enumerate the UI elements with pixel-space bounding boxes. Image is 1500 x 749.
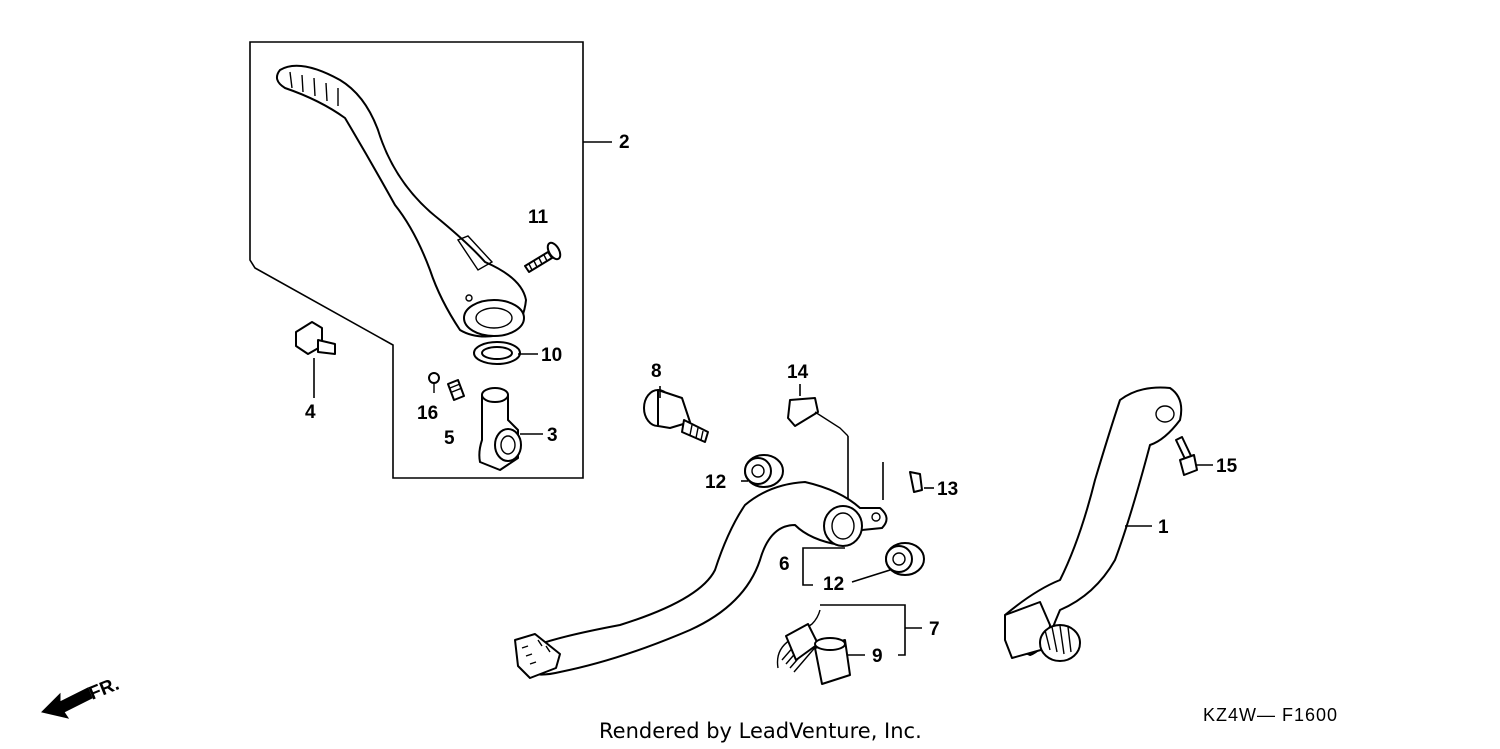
front-arrow-icon (41, 687, 93, 719)
front-indicator-label: FR. (86, 674, 122, 705)
label-part-2: 2 (619, 132, 630, 153)
label-part-12-lower: 12 (823, 574, 844, 595)
label-part-13: 13 (937, 479, 958, 500)
label-part-4: 4 (305, 402, 316, 423)
diagram-code: KZ4W— F1600 (1203, 705, 1338, 725)
return-spring-7[interactable] (776, 609, 821, 673)
label-part-3: 3 (547, 425, 558, 446)
bolt-4[interactable] (295, 321, 336, 355)
label-part-14: 14 (787, 362, 809, 383)
kick-starter-arm[interactable] (275, 64, 527, 338)
label-part-8: 8 (651, 361, 662, 382)
bearing-12-lower[interactable] (885, 542, 925, 576)
kick-spindle-3[interactable] (478, 387, 522, 471)
seal-10[interactable] (473, 341, 521, 365)
label-part-7: 7 (929, 619, 940, 640)
group-bracket (249, 41, 584, 479)
label-part-15: 15 (1216, 456, 1238, 477)
collar-8[interactable] (643, 389, 709, 443)
brake-pedal-6[interactable] (514, 481, 888, 679)
cap-9[interactable] (814, 637, 851, 685)
label-part-10: 10 (541, 345, 562, 366)
label-part-12-upper: 12 (705, 472, 726, 493)
label-part-11: 11 (528, 207, 549, 228)
label-part-6: 6 (779, 554, 790, 575)
gear-shift-pedal-1[interactable] (1004, 386, 1183, 662)
bolt-11[interactable] (524, 241, 563, 273)
clip-14[interactable] (787, 397, 849, 437)
label-part-9: 9 (872, 646, 883, 667)
leader-lines (313, 353, 1213, 656)
label-part-1: 1 (1158, 517, 1169, 538)
label-part-16: 16 (417, 403, 438, 424)
spring-5[interactable] (447, 379, 465, 401)
bolt-15[interactable] (1175, 436, 1198, 476)
cotter-pin-13[interactable] (909, 471, 923, 493)
label-part-5: 5 (444, 428, 455, 449)
footer-credit: Rendered by LeadVenture, Inc. (599, 719, 922, 743)
bearing-12-upper[interactable] (744, 454, 784, 488)
pin-16[interactable] (428, 372, 440, 393)
